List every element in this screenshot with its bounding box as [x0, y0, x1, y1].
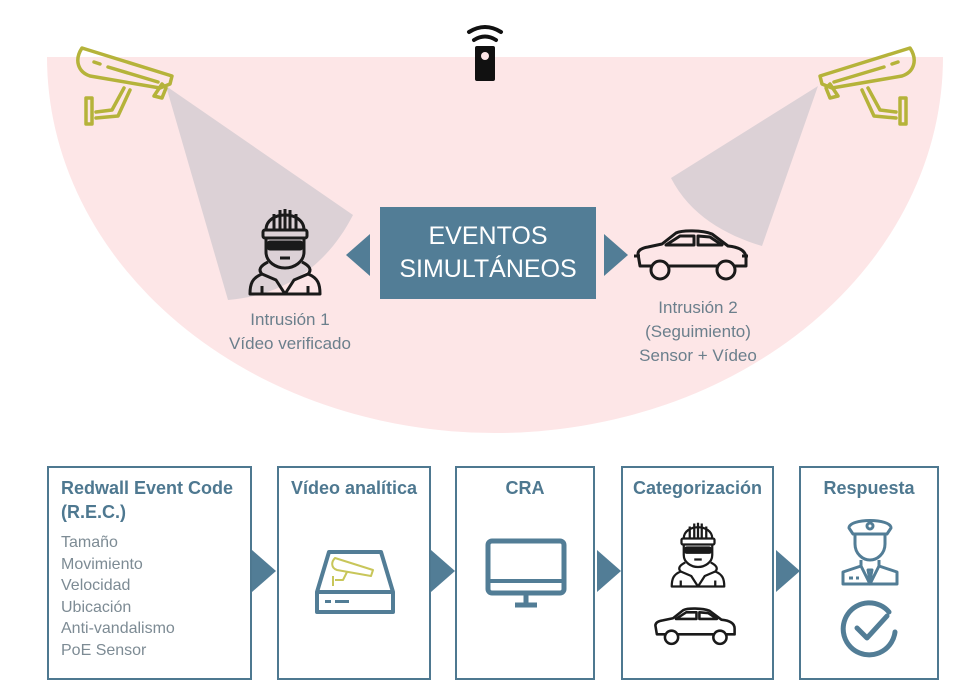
simultaneous-events-line1: EVENTOS	[428, 222, 548, 250]
left-security-camera-icon	[76, 46, 174, 126]
step-response: Respuesta	[799, 466, 939, 680]
step-video-analytics-title: Vídeo analítica	[290, 478, 418, 498]
step-response-title: Respuesta	[823, 478, 915, 498]
list-item: Velocidad	[61, 577, 131, 594]
intrusion-1-subtitle: Vídeo verificado	[229, 334, 351, 353]
intrusion-1-title: Intrusión 1	[250, 310, 330, 329]
simultaneous-events-box: EVENTOS SIMULTÁNEOS	[380, 207, 596, 299]
check-circle-icon	[840, 600, 898, 658]
step-cra-title: CRA	[505, 478, 545, 498]
police-officer-icon	[841, 519, 899, 586]
flow-arrow-1	[252, 550, 276, 592]
step-video-analytics: Vídeo analítica	[277, 466, 431, 680]
step-categorization-title: Categorización	[632, 478, 763, 498]
burglar-icon	[670, 522, 726, 588]
step-cra: CRA	[455, 466, 595, 680]
step-rec-title-line1: Redwall Event Code	[61, 478, 234, 498]
car-icon	[654, 607, 736, 646]
list-item: Ubicación	[61, 598, 132, 616]
wireless-sensor-icon	[467, 25, 503, 81]
burglar-icon	[248, 209, 322, 296]
step-rec: Redwall Event Code (R.E.C.) Tamaño Movim…	[47, 466, 252, 680]
intrusion-1-caption: Intrusión 1 Vídeo verificado	[200, 308, 380, 356]
list-item: PoE Sensor	[61, 641, 147, 659]
video-recorder-camera-icon	[315, 550, 395, 614]
flow-arrow-2	[431, 550, 455, 592]
intrusion-2-title: Intrusión 2	[658, 298, 738, 317]
simultaneous-events-line2: SIMULTÁNEOS	[399, 255, 577, 283]
step-rec-title-line2: (R.E.C.)	[61, 502, 126, 522]
arrow-to-intrusion-1	[346, 234, 370, 276]
list-item: Anti-vandalismo	[61, 620, 175, 637]
right-camera-beam	[671, 86, 818, 246]
arrow-to-intrusion-2	[604, 234, 628, 276]
intrusion-2-method: Sensor + Vídeo	[639, 346, 757, 365]
flow-arrow-3	[597, 550, 621, 592]
step-categorization: Categorización	[621, 466, 774, 680]
left-camera-beam	[166, 86, 353, 300]
list-item: Movimiento	[61, 555, 143, 573]
monitor-icon	[485, 538, 567, 608]
intrusion-2-subtitle: (Seguimiento)	[645, 322, 751, 341]
right-security-camera-icon	[818, 46, 916, 126]
list-item: Tamaño	[61, 534, 118, 551]
intrusion-2-caption: Intrusión 2 (Seguimiento) Sensor + Vídeo	[608, 296, 788, 368]
rec-attribute-list: Tamaño Movimiento Velocidad Ubicación An…	[61, 532, 250, 661]
step-rec-title: Redwall Event Code (R.E.C.)	[61, 476, 250, 524]
car-icon	[634, 229, 748, 281]
flow-arrow-4	[776, 550, 800, 592]
